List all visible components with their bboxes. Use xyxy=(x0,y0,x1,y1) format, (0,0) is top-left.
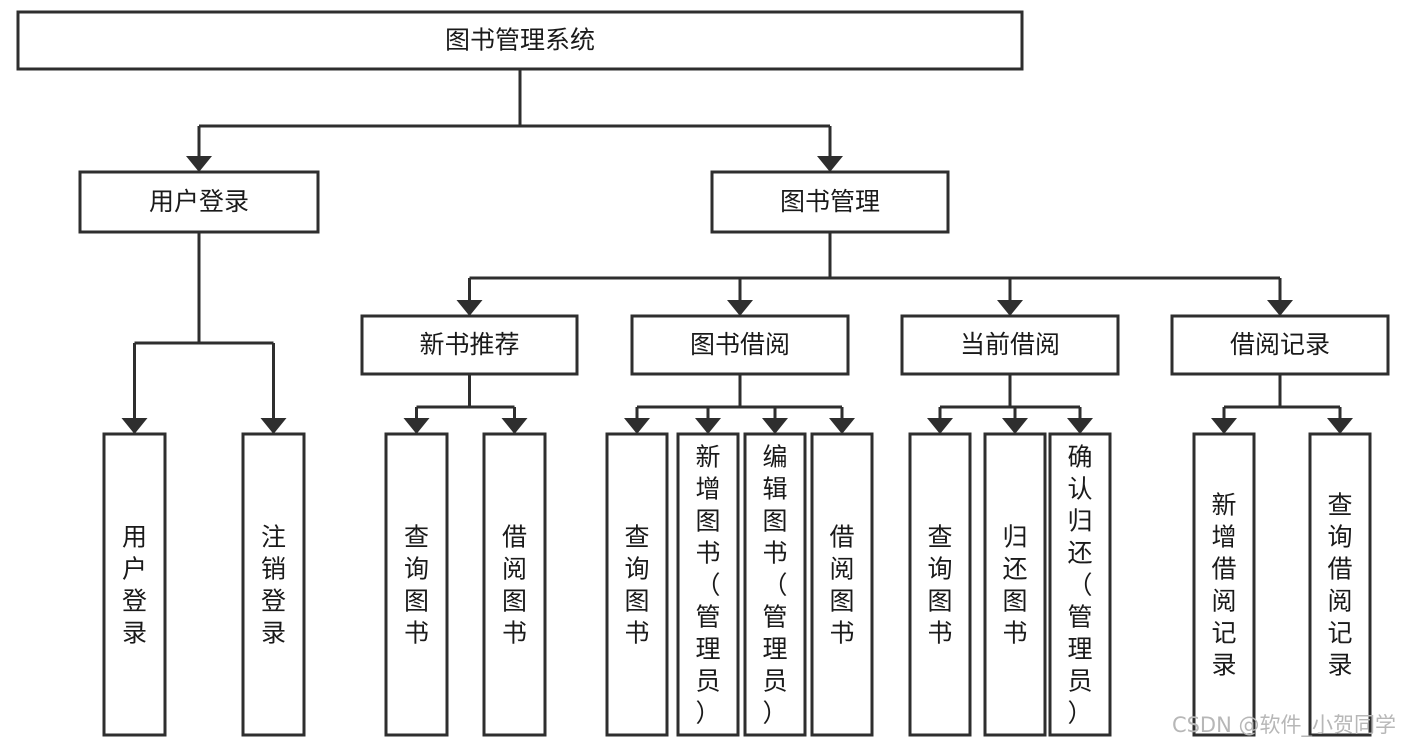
node-leaf-borrow-book[interactable]: 借阅图书 xyxy=(810,432,874,737)
node-layer: 图书管理系统用户登录图书管理新书推荐图书借阅当前借阅借阅记录用户登录注销登录查询… xyxy=(16,10,1390,737)
node-label: 图书管理 xyxy=(780,187,880,216)
node-label: 查询借阅记录 xyxy=(1327,490,1352,679)
edge-arrowhead xyxy=(762,418,788,434)
node-box xyxy=(78,170,320,234)
edge-group-root xyxy=(186,69,843,172)
node-label: 新增图书（管理员） xyxy=(695,442,720,727)
node-label: 图书管理系统 xyxy=(445,26,595,55)
csdn-watermark: CSDN @软件_小贺同学 xyxy=(1172,713,1396,738)
node-box xyxy=(1192,432,1256,737)
node-box xyxy=(810,432,874,737)
edge-arrowhead xyxy=(1327,418,1353,434)
edge-arrowhead xyxy=(817,156,843,172)
node-label: 注销登录 xyxy=(261,522,286,647)
node-box xyxy=(1308,432,1372,737)
edge-group-book-borrow xyxy=(624,374,855,434)
node-box xyxy=(676,432,740,737)
edge-arrowhead xyxy=(1067,418,1093,434)
node-box xyxy=(102,432,167,737)
node-root[interactable]: 图书管理系统 xyxy=(16,10,1024,71)
node-leaf-query-book-cur[interactable]: 查询图书 xyxy=(908,432,972,737)
node-label: 借阅记录 xyxy=(1230,330,1330,359)
edge-arrowhead xyxy=(727,300,753,316)
node-leaf-borrow-book-rec[interactable]: 借阅图书 xyxy=(482,432,547,737)
edge-group-new-book-rec xyxy=(403,374,528,434)
edge-arrowhead xyxy=(260,418,287,434)
edge-arrowhead xyxy=(927,418,953,434)
node-leaf-confirm-return[interactable]: 确认归还（管理员） xyxy=(1048,432,1112,737)
node-box xyxy=(605,432,669,737)
edge-arrowhead xyxy=(695,418,721,434)
node-box xyxy=(241,432,306,737)
node-label: 用户登录 xyxy=(122,522,147,647)
edge-group-book-manage xyxy=(456,232,1293,316)
node-leaf-return-book[interactable]: 归还图书 xyxy=(983,432,1047,737)
node-user-login[interactable]: 用户登录 xyxy=(78,170,320,234)
node-box xyxy=(360,314,579,376)
edge-arrowhead xyxy=(1211,418,1237,434)
edge-arrowhead xyxy=(121,418,148,434)
node-leaf-edit-book[interactable]: 编辑图书（管理员） xyxy=(743,432,807,737)
node-box xyxy=(16,10,1024,71)
node-label: 查询图书 xyxy=(404,522,429,647)
edge-arrowhead xyxy=(997,300,1023,316)
node-borrow-record[interactable]: 借阅记录 xyxy=(1170,314,1390,376)
edge-arrowhead xyxy=(1267,300,1293,316)
node-current-borrow[interactable]: 当前借阅 xyxy=(900,314,1120,376)
node-leaf-add-record[interactable]: 新增借阅记录 xyxy=(1192,432,1256,737)
edge-arrowhead xyxy=(829,418,855,434)
node-new-book-rec[interactable]: 新书推荐 xyxy=(360,314,579,376)
node-label: 借阅图书 xyxy=(502,522,527,647)
node-box xyxy=(983,432,1047,737)
node-leaf-query-book-borrow[interactable]: 查询图书 xyxy=(605,432,669,737)
node-label: 确认归还（管理员） xyxy=(1067,442,1092,727)
node-leaf-query-book-rec[interactable]: 查询图书 xyxy=(384,432,449,737)
node-box xyxy=(630,314,850,376)
node-book-manage[interactable]: 图书管理 xyxy=(710,170,950,234)
edge-group-current-borrow xyxy=(927,374,1093,434)
node-label: 当前借阅 xyxy=(960,330,1060,359)
node-leaf-logout[interactable]: 注销登录 xyxy=(241,432,306,737)
node-label: 新书推荐 xyxy=(419,330,519,359)
edge-arrowhead xyxy=(501,418,528,434)
node-box xyxy=(384,432,449,737)
node-box xyxy=(1048,432,1112,737)
node-label: 编辑图书（管理员） xyxy=(762,442,787,727)
node-box xyxy=(908,432,972,737)
node-box xyxy=(743,432,807,737)
node-label: 查询图书 xyxy=(624,522,649,647)
node-label: 查询图书 xyxy=(927,522,952,647)
edge-group-borrow-record xyxy=(1211,374,1353,434)
edge-arrowhead xyxy=(403,418,430,434)
edge-arrowhead xyxy=(624,418,650,434)
edge-arrowhead xyxy=(1002,418,1028,434)
node-box xyxy=(900,314,1120,376)
node-label: 归还图书 xyxy=(1002,522,1027,647)
edge-group-user-login xyxy=(121,232,287,434)
node-label: 图书借阅 xyxy=(690,330,790,359)
node-leaf-user-login[interactable]: 用户登录 xyxy=(102,432,167,737)
node-leaf-add-book[interactable]: 新增图书（管理员） xyxy=(676,432,740,737)
node-label: 用户登录 xyxy=(149,187,249,216)
node-box xyxy=(1170,314,1390,376)
node-box xyxy=(710,170,950,234)
node-box xyxy=(482,432,547,737)
node-book-borrow[interactable]: 图书借阅 xyxy=(630,314,850,376)
node-label: 新增借阅记录 xyxy=(1211,490,1236,679)
edge-layer xyxy=(121,69,1353,434)
node-leaf-query-record[interactable]: 查询借阅记录 xyxy=(1308,432,1372,737)
node-label: 借阅图书 xyxy=(829,522,854,647)
edge-arrowhead xyxy=(456,300,483,316)
edge-arrowhead xyxy=(186,156,212,172)
